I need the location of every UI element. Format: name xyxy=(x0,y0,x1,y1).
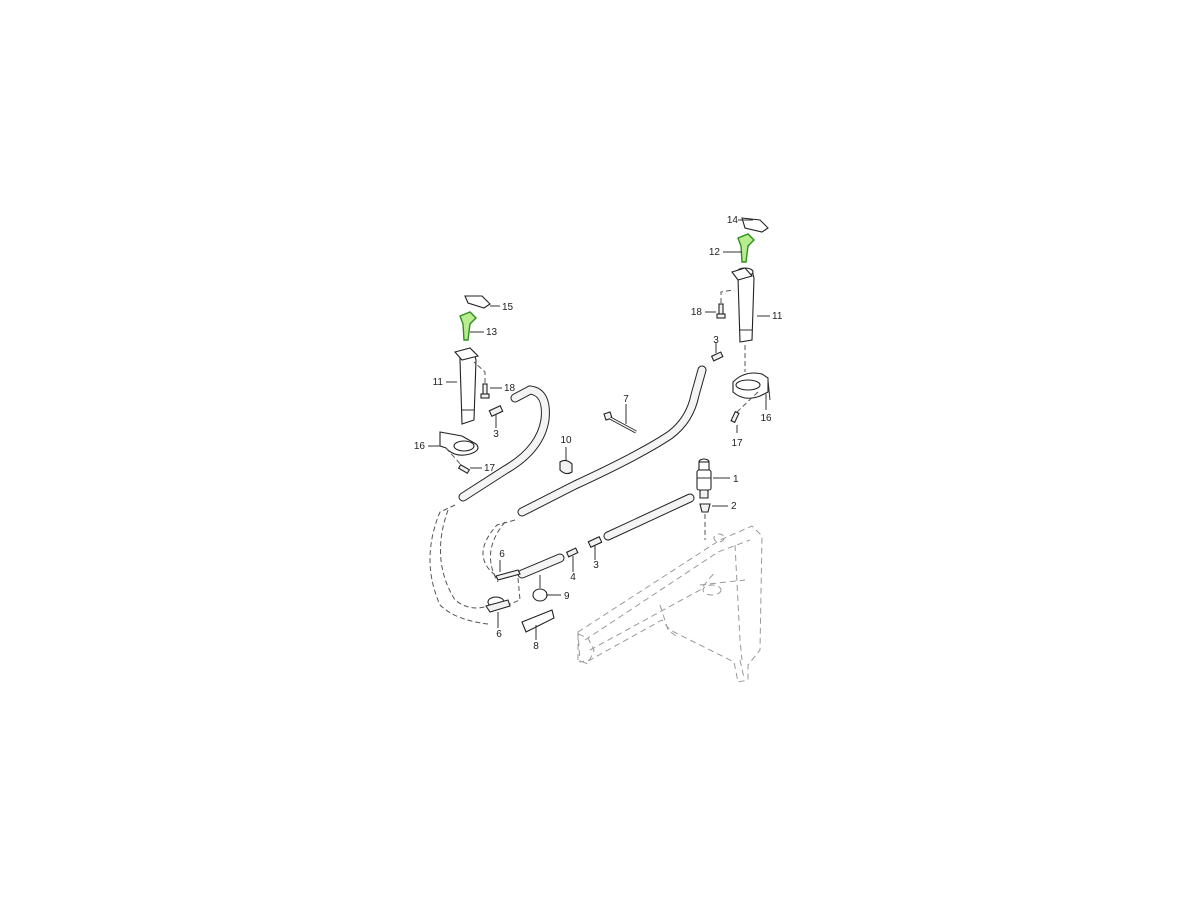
valve-holder xyxy=(521,609,555,640)
callout-11-right: 11 xyxy=(772,311,783,322)
left-washer-assembly xyxy=(428,295,504,474)
callout-16-left: 16 xyxy=(414,441,426,452)
hose-clip xyxy=(559,447,573,475)
callout-8: 8 xyxy=(533,641,539,652)
callout-3-right: 3 xyxy=(713,335,719,346)
callout-4: 4 xyxy=(570,572,576,583)
connector-middle xyxy=(587,536,603,560)
washer-pump xyxy=(696,458,730,499)
callout-18-left: 18 xyxy=(504,383,516,394)
spray-nozzle-right xyxy=(737,233,755,263)
nozzle-cover-right xyxy=(741,217,769,233)
hose-left-loop xyxy=(458,385,550,502)
callout-15: 15 xyxy=(502,302,514,313)
callout-9: 9 xyxy=(564,591,570,602)
washer-cylinder-left xyxy=(459,351,477,425)
hose-routing-dashed xyxy=(429,504,521,625)
callout-6-lower: 6 xyxy=(496,629,502,640)
hose-short-middle xyxy=(517,553,565,579)
screw-left xyxy=(457,464,471,474)
callout-labels: 14 12 18 11 3 16 17 15 13 11 18 3 16 17 … xyxy=(414,215,783,652)
callout-14: 14 xyxy=(727,215,739,226)
grommet xyxy=(699,503,728,540)
nozzle-cover-left xyxy=(464,295,491,309)
callout-17-right: 17 xyxy=(731,438,743,449)
callout-1: 1 xyxy=(733,474,739,485)
hose-pump-feed xyxy=(603,493,695,541)
screw-right xyxy=(730,410,740,424)
callout-11-left: 11 xyxy=(433,377,444,388)
callout-13: 13 xyxy=(486,327,498,338)
check-valve xyxy=(532,575,561,602)
callout-3-left: 3 xyxy=(493,429,499,440)
callout-16-right: 16 xyxy=(760,413,772,424)
connector-right xyxy=(710,351,724,362)
t-piece-upper xyxy=(495,560,521,581)
callout-7: 7 xyxy=(623,394,629,405)
callout-18-right: 18 xyxy=(691,307,703,318)
t-piece-lower-valve xyxy=(485,596,511,628)
connector-left xyxy=(488,405,504,417)
callout-6-upper: 6 xyxy=(499,549,505,560)
callout-10: 10 xyxy=(560,435,572,446)
connector-4 xyxy=(565,547,579,572)
callout-17-left: 17 xyxy=(484,463,496,474)
washer-reservoir-outline xyxy=(577,525,763,683)
hose-long-right xyxy=(517,365,707,517)
cable-tie xyxy=(603,404,637,434)
callout-2: 2 xyxy=(731,501,737,512)
callout-12: 12 xyxy=(709,247,721,258)
callout-3-middle: 3 xyxy=(593,560,599,571)
washer-cylinder-right xyxy=(737,269,755,343)
spray-nozzle-left xyxy=(459,311,477,341)
right-washer-assembly xyxy=(705,217,771,433)
